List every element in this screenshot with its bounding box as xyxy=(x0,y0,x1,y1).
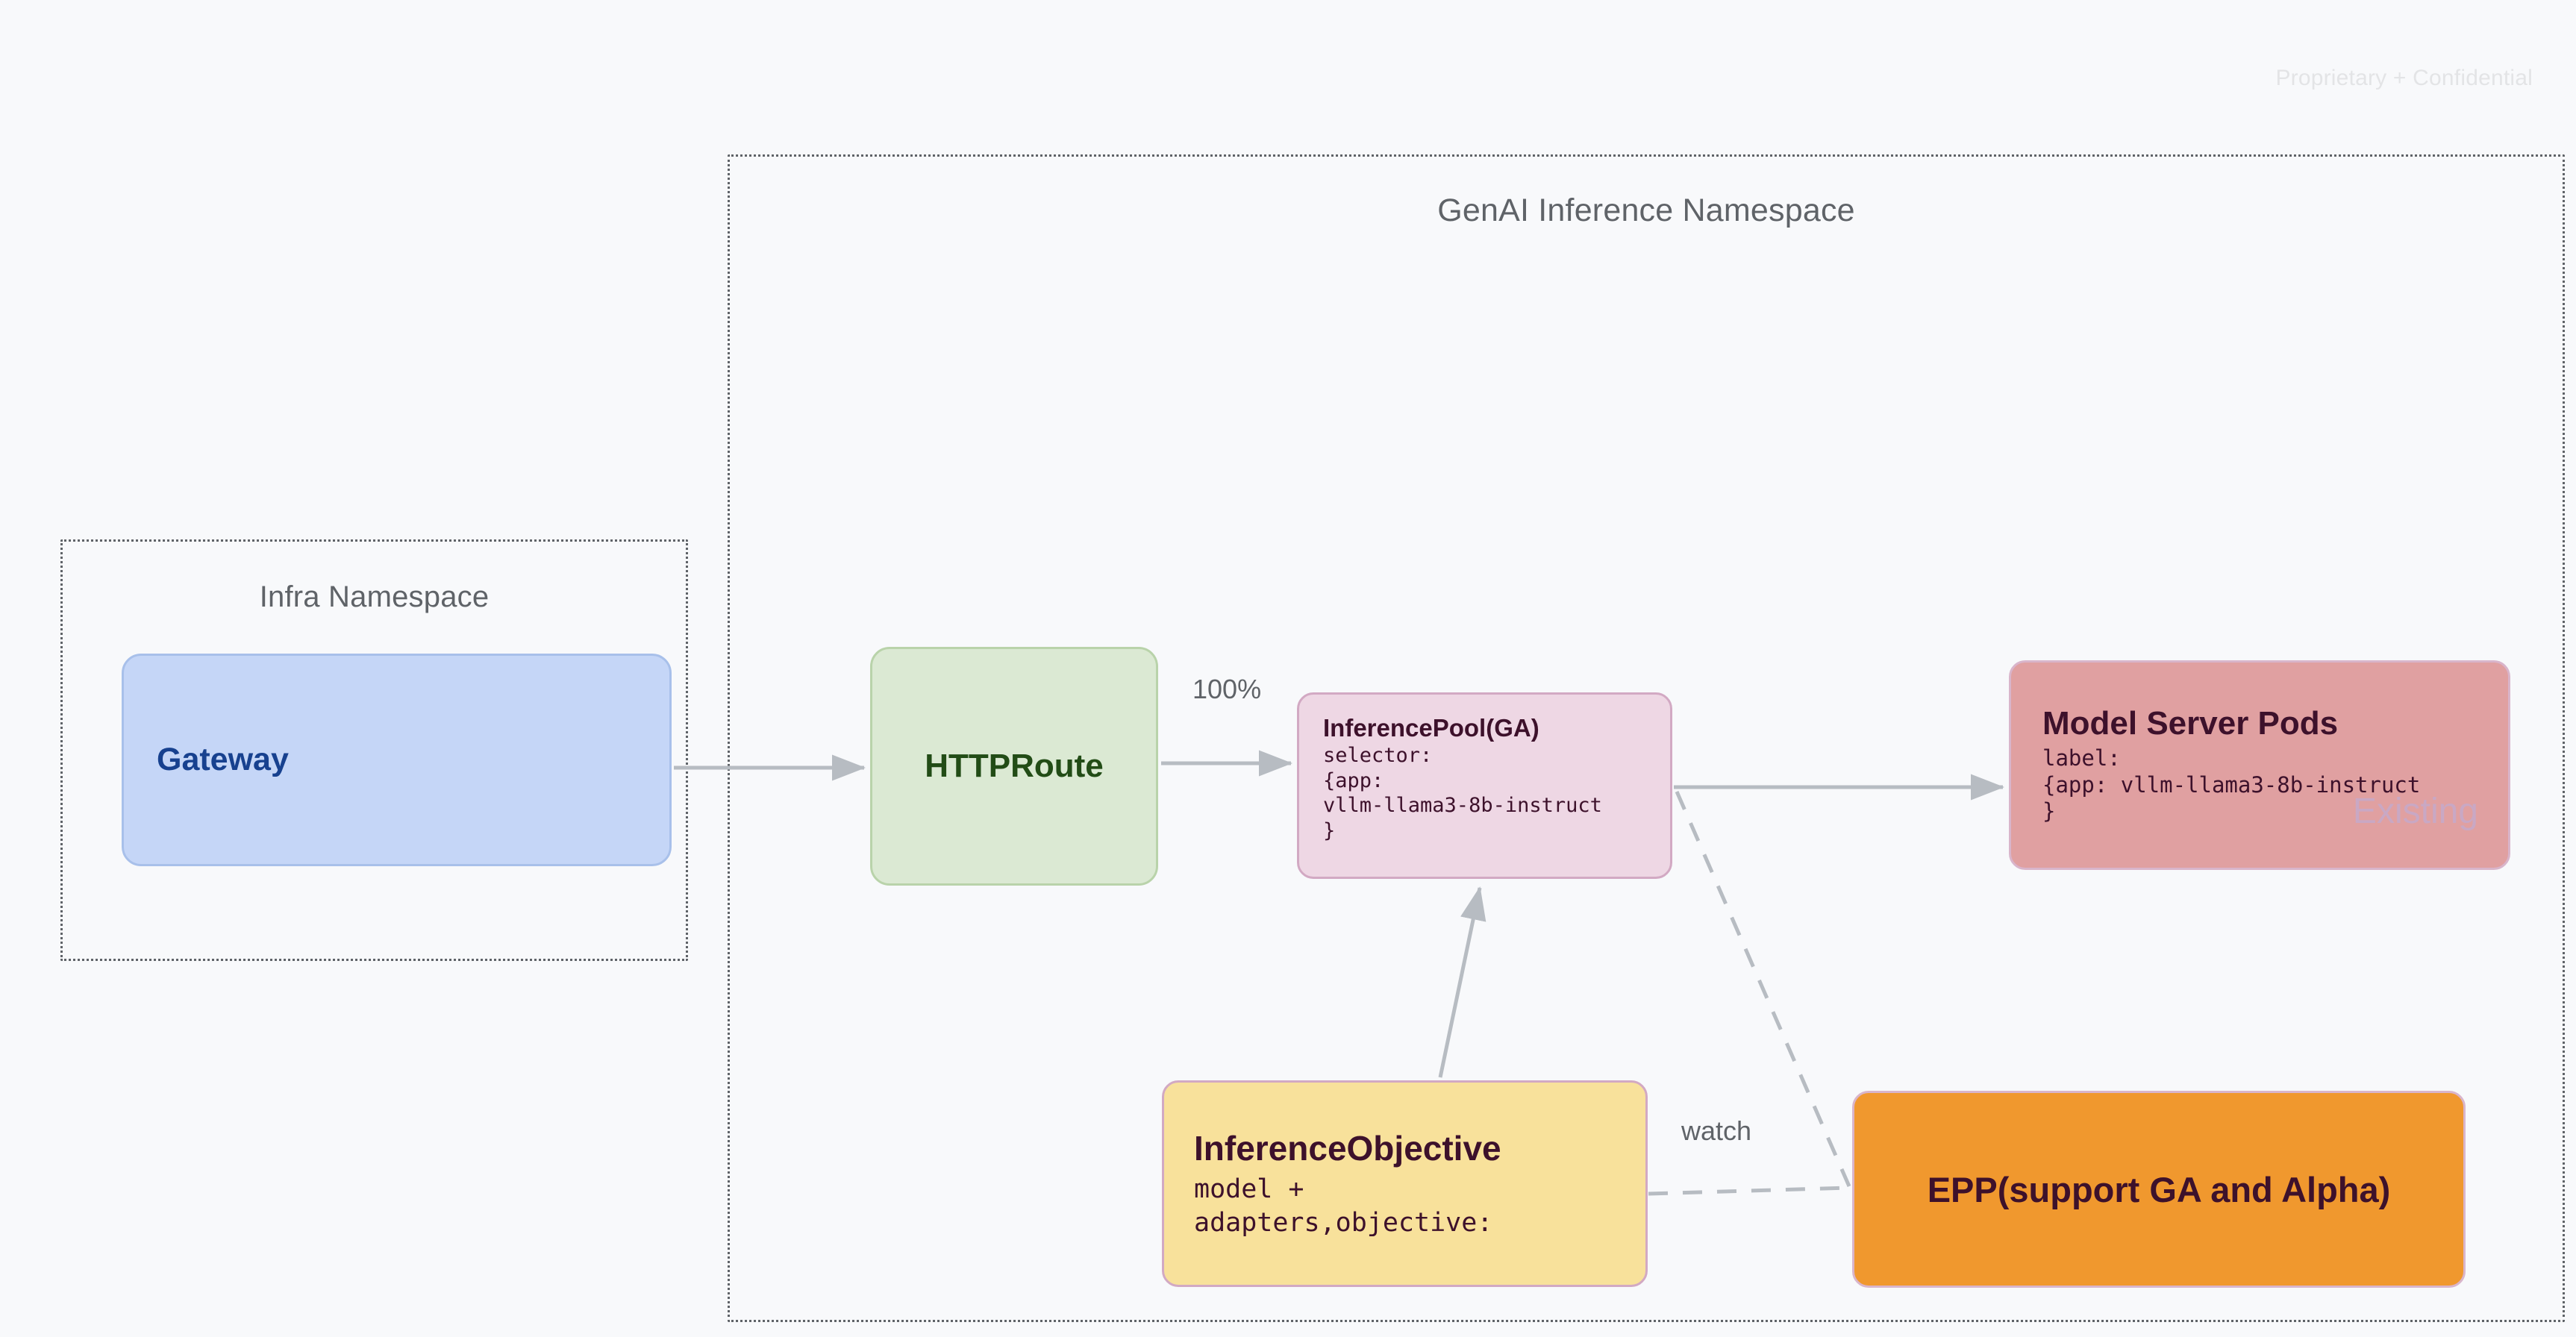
node-httproute-title: HTTPRoute xyxy=(925,748,1104,784)
edge-label-traffic-weight: 100% xyxy=(1192,674,1262,704)
node-epp[interactable]: EPP(support GA and Alpha) xyxy=(1852,1091,2466,1288)
node-inference-objective-title: InferenceObjective xyxy=(1194,1129,1501,1168)
node-inference-objective-body: model + adapters,objective: xyxy=(1194,1174,1493,1238)
node-model-server-pods-title: Model Server Pods xyxy=(2042,705,2339,742)
node-inference-pool[interactable]: InferencePool(GA) selector: {app: vllm-l… xyxy=(1297,692,1672,879)
node-httproute[interactable]: HTTPRoute xyxy=(870,647,1158,886)
confidential-notice: Proprietary + Confidential xyxy=(2275,66,2533,90)
namespace-genai-title: GenAI Inference Namespace xyxy=(1437,192,1855,228)
node-model-server-pods-watermark: Existing xyxy=(2352,792,2478,831)
edge-label-watch: watch xyxy=(1681,1115,1752,1146)
node-gateway[interactable]: Gateway xyxy=(122,654,672,866)
namespace-genai-inference: GenAI Inference Namespace xyxy=(728,154,2565,1322)
node-inference-pool-body: selector: {app: vllm-llama3-8b-instruct … xyxy=(1323,744,1602,842)
namespace-infra-title: Infra Namespace xyxy=(259,580,490,613)
namespace-infra: Infra Namespace xyxy=(60,539,688,961)
node-inference-objective[interactable]: InferenceObjective model + adapters,obje… xyxy=(1162,1080,1648,1287)
node-gateway-title: Gateway xyxy=(157,742,289,777)
node-model-server-pods[interactable]: Model Server Pods label: {app: vllm-llam… xyxy=(2009,660,2510,870)
node-epp-title: EPP(support GA and Alpha) xyxy=(1927,1169,2391,1209)
node-model-server-pods-body: label: {app: vllm-llama3-8b-instruct } xyxy=(2042,745,2421,824)
node-inference-pool-title: InferencePool(GA) xyxy=(1323,714,1539,742)
